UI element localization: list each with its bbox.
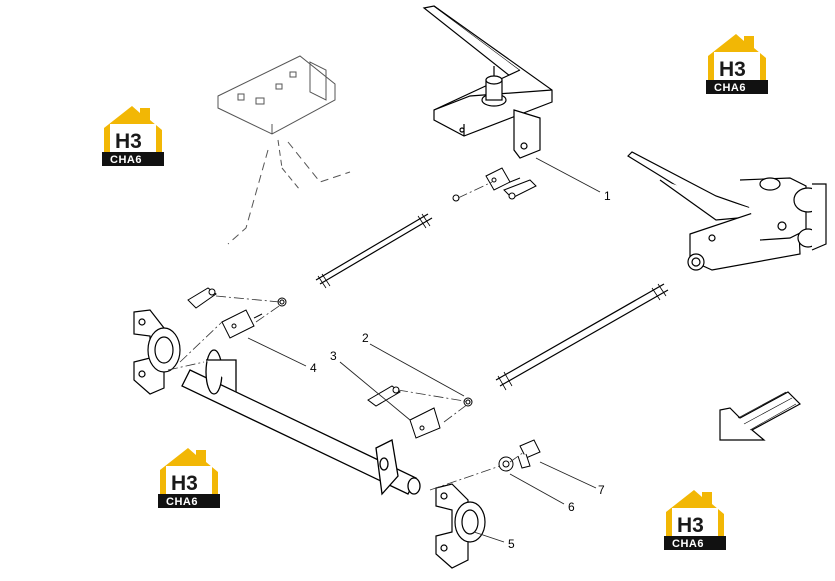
center-lines [167,181,525,491]
upper-pedal [422,5,553,159]
logo-band-text: CHA6 [110,154,142,166]
left-clevis [187,287,287,339]
washer-and-bolt [498,439,541,472]
lower-rod [495,283,669,391]
callout-6: 6 [568,500,575,514]
background-assembly [217,55,351,245]
left-bearing-bracket [133,309,181,395]
logo-mark-text: H3 [677,514,704,537]
logo-band-text: CHA6 [714,82,746,94]
watermark-logo-bottom-right: H3 CHA6 [664,490,726,550]
callout-3: 3 [330,349,337,363]
callout-1: 1 [604,189,611,203]
logo-mark-text: H3 [719,58,746,81]
right-valve-assembly [627,151,827,271]
upper-clevis [452,167,537,202]
watermark-logo-left: H3 CHA6 [102,106,164,166]
callout-5: 5 [508,537,515,551]
callout-labels: 1 2 3 4 5 6 7 [310,189,611,551]
callout-2: 2 [362,331,369,345]
logo-mark-text: H3 [115,130,142,153]
logo-band-text: CHA6 [672,538,704,550]
logo-band-text: CHA6 [166,496,198,508]
middle-clevis [367,385,473,439]
callout-4: 4 [310,361,317,375]
cross-shaft [181,349,421,496]
logo-mark-text: H3 [171,472,198,495]
watermark-logo-bottom-left: H3 CHA6 [158,448,220,508]
watermark-logo-top-right: H3 CHA6 [706,34,768,94]
callout-7: 7 [598,483,605,497]
lower-bearing-bracket [435,483,486,569]
upper-rod [315,213,433,289]
direction-arrow-icon [719,391,801,441]
leader-lines [247,157,601,543]
